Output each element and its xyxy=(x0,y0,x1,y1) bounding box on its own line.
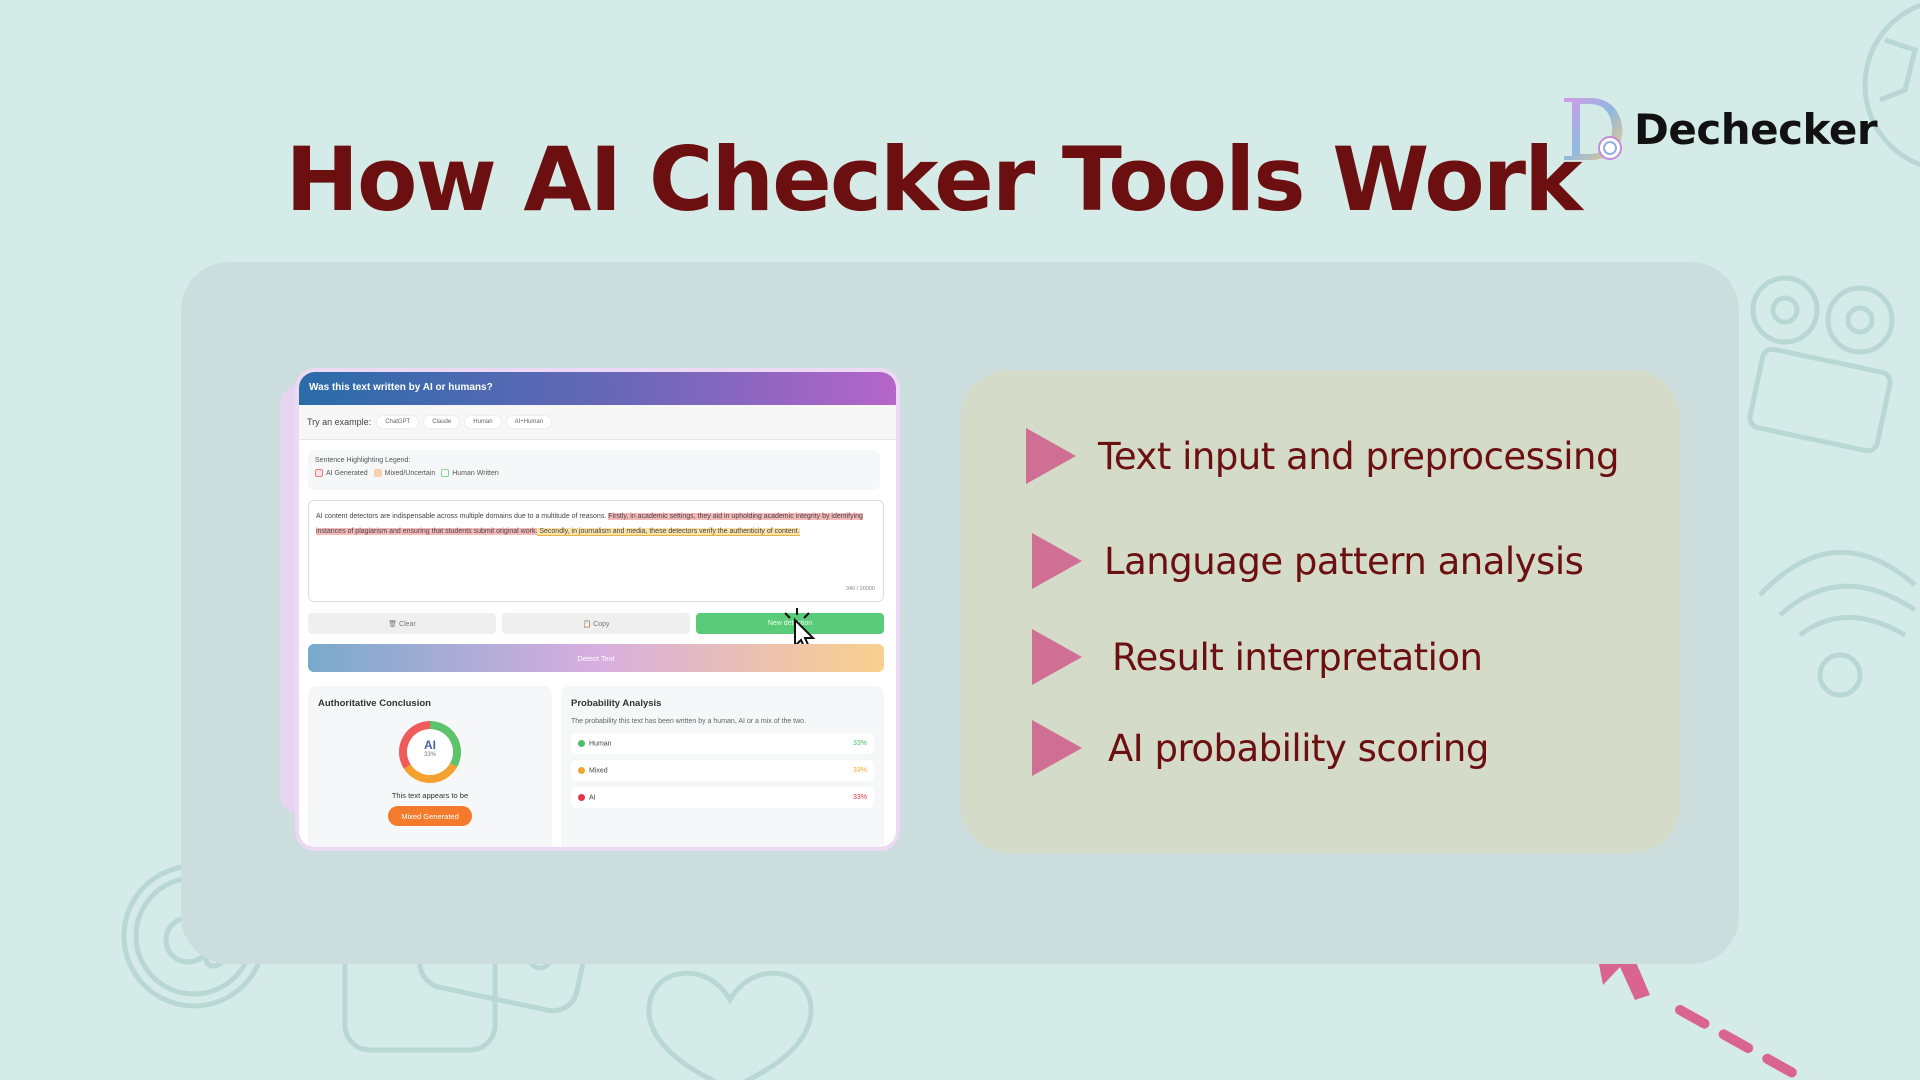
appears-text: This text appears to be xyxy=(391,791,469,800)
steps-panel: Text input and preprocessing Language pa… xyxy=(961,370,1680,853)
copy-button[interactable]: 📋 Copy xyxy=(502,613,690,634)
wifi-icon xyxy=(1758,550,1917,698)
step-item: Result interpretation xyxy=(1032,629,1483,685)
legend-title: Sentence Highlighting Legend: xyxy=(315,457,411,464)
example-ai-human[interactable]: AI+Human xyxy=(506,416,552,428)
example-claude[interactable]: Claude xyxy=(424,416,460,428)
examples-label: Try an example: xyxy=(307,417,372,427)
triangle-bullet-icon xyxy=(1032,533,1082,589)
brand-logo: Dechecker xyxy=(1562,96,1878,162)
brand-name: Dechecker xyxy=(1634,104,1878,154)
app-header: Was this text written by AI or humans? xyxy=(299,372,896,405)
probability-desc: The probability this text has been writt… xyxy=(571,718,807,725)
char-count: 340 / 20000 xyxy=(845,586,875,592)
conclusion-title: Authoritative Conclusion xyxy=(318,698,431,709)
example-human[interactable]: Human xyxy=(465,416,501,428)
detect-text-button[interactable]: Detect Text xyxy=(308,644,884,672)
mixed-highlight: Secondly, in journalism and media, these… xyxy=(537,528,800,536)
legend-mixed: Mixed/Uncertain xyxy=(373,469,435,477)
ai-donut-chart: AI 33% xyxy=(399,721,461,783)
step-item: AI probability scoring xyxy=(1032,720,1489,776)
probability-card: Probability Analysis The probability thi… xyxy=(561,686,884,847)
ai-checker-app-screenshot: Was this text written by AI or humans? T… xyxy=(299,372,896,847)
triangle-bullet-icon xyxy=(1032,629,1082,685)
globe-icon xyxy=(1862,2,1920,168)
probability-title: Probability Analysis xyxy=(571,698,662,709)
legend-ai: AI Generated xyxy=(315,469,368,477)
triangle-bullet-icon xyxy=(1026,428,1076,484)
slide-title: How AI Checker Tools Work xyxy=(285,128,1582,231)
step-item: Text input and preprocessing xyxy=(1026,428,1619,484)
highlight-legend: Sentence Highlighting Legend: AI Generat… xyxy=(308,450,880,490)
dechecker-logo-icon xyxy=(1564,98,1623,160)
triangle-bullet-icon xyxy=(1032,720,1082,776)
text-input-area[interactable]: AI content detectors are indispensable a… xyxy=(308,500,884,602)
example-chatgpt[interactable]: ChatGPT xyxy=(377,416,419,428)
verdict-badge: Mixed Generated xyxy=(388,806,472,826)
step-item: Language pattern analysis xyxy=(1032,533,1584,589)
conclusion-card: Authoritative Conclusion AI 33% This tex… xyxy=(308,686,552,847)
camera-icon xyxy=(1747,275,1895,454)
new-detection-button[interactable]: New detection xyxy=(696,613,884,634)
examples-row: Try an example: ChatGPT Claude Human AI+… xyxy=(299,405,896,440)
donut-label: AI xyxy=(424,738,436,752)
clear-button[interactable]: 🗑 Clear xyxy=(308,613,496,634)
legend-human: Human Written xyxy=(441,469,499,477)
donut-value: 33% xyxy=(423,752,436,758)
heart-icon xyxy=(646,970,814,1080)
